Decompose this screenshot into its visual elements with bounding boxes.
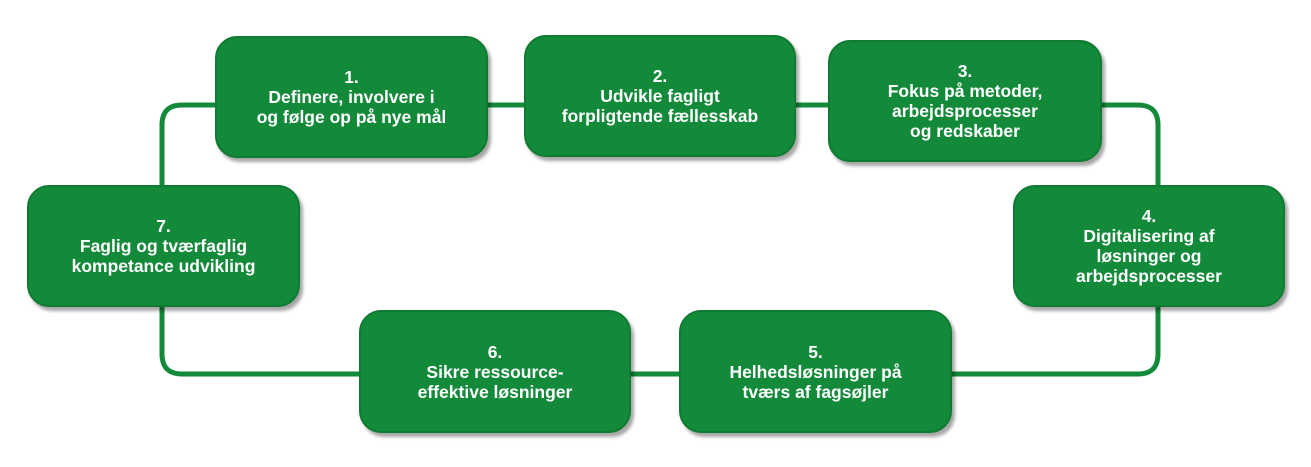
step-3-box: 3. Fokus på metoder, arbejdsprocesser og… (828, 40, 1102, 162)
cycle-connector-line (159, 102, 1161, 377)
step-4-text: 4. Digitalisering af løsninger og arbejd… (1076, 206, 1222, 286)
step-3-text: 3. Fokus på metoder, arbejdsprocesser og… (887, 61, 1043, 141)
step-4-box: 4. Digitalisering af løsninger og arbejd… (1013, 185, 1285, 307)
step-2-box: 2. Udvikle fagligt forpligtende fællessk… (524, 35, 796, 157)
step-1-text: 1. Definere, involvere i og følge op på … (256, 67, 447, 127)
step-7-box: 7. Faglig og tværfaglig kompetance udvik… (27, 185, 300, 307)
step-6-box: 6. Sikre ressource- effektive løsninger (359, 310, 631, 433)
step-2-text: 2. Udvikle fagligt forpligtende fællessk… (561, 66, 759, 126)
step-5-text: 5. Helhedsløsninger på tværs af fagsøjle… (729, 341, 902, 402)
step-5-box: 5. Helhedsløsninger på tværs af fagsøjle… (679, 310, 952, 433)
step-7-text: 7. Faglig og tværfaglig kompetance udvik… (71, 216, 256, 276)
step-1-box: 1. Definere, involvere i og følge op på … (215, 36, 488, 158)
step-6-text: 6. Sikre ressource- effektive løsninger (417, 341, 573, 402)
